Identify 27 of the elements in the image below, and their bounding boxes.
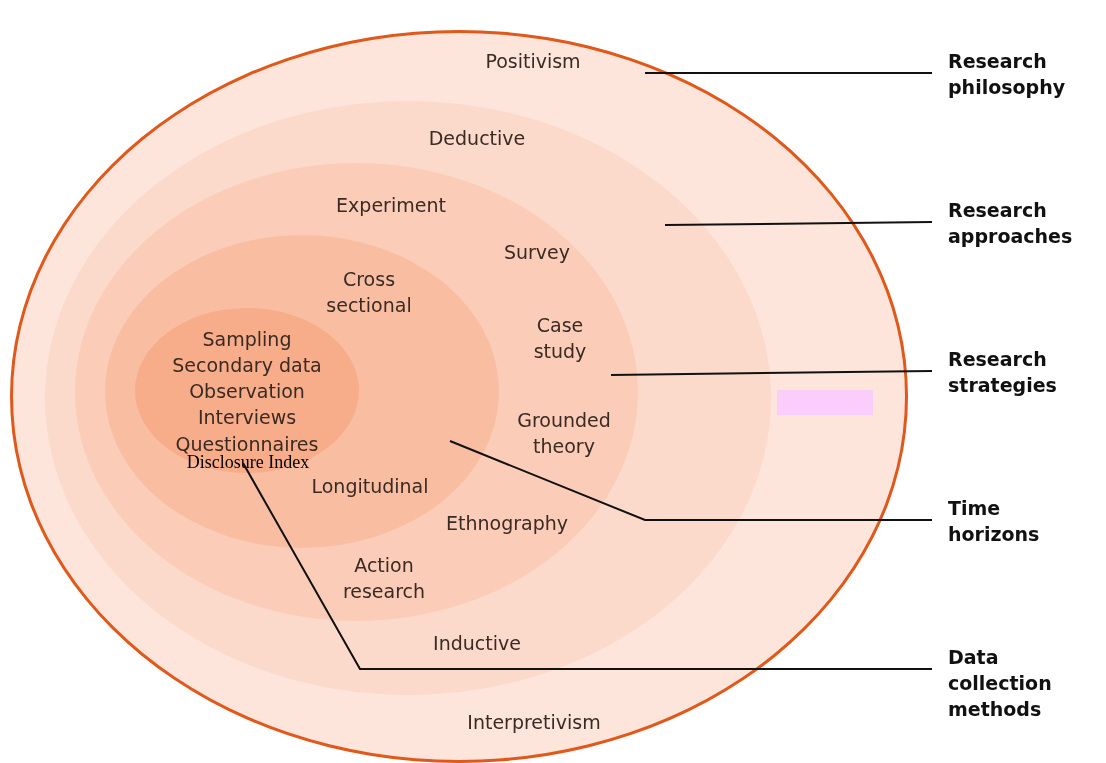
layer-text: Positivism (485, 49, 581, 74)
layer-text: Experiment (336, 193, 446, 218)
layer-text: Survey (503, 240, 571, 265)
layer-text: Sampling (202, 327, 292, 352)
layer-text: Action research (341, 553, 427, 604)
leader-line (449, 440, 933, 521)
layer-text: Ethnography (446, 511, 568, 536)
layer-text: Grounded theory (516, 408, 612, 459)
leader-line (644, 72, 933, 74)
layer-text: Deductive (428, 126, 526, 151)
layer-text: Interpretivism (467, 710, 601, 735)
layer-text: Interviews (197, 405, 297, 430)
layer-label: Research philosophy (948, 48, 1078, 100)
layer-text: Inductive (433, 631, 521, 656)
layer-label: Research strategies (948, 346, 1068, 398)
layer-text: Secondary data (172, 353, 322, 378)
layer-label: Data collection methods (948, 644, 1103, 722)
layer-text: Case study (532, 313, 588, 364)
layer-text: Questionnaires (175, 432, 319, 455)
layer-text: Cross sectional (325, 267, 413, 318)
layer-label: Research approaches (948, 197, 1078, 249)
layer-label: Time horizons (948, 495, 1048, 547)
layer-text: Observation (189, 379, 305, 404)
leader-line (242, 462, 933, 670)
leader-line (664, 221, 933, 226)
leader-line (610, 370, 933, 376)
layer-text: Longitudinal (311, 474, 429, 499)
